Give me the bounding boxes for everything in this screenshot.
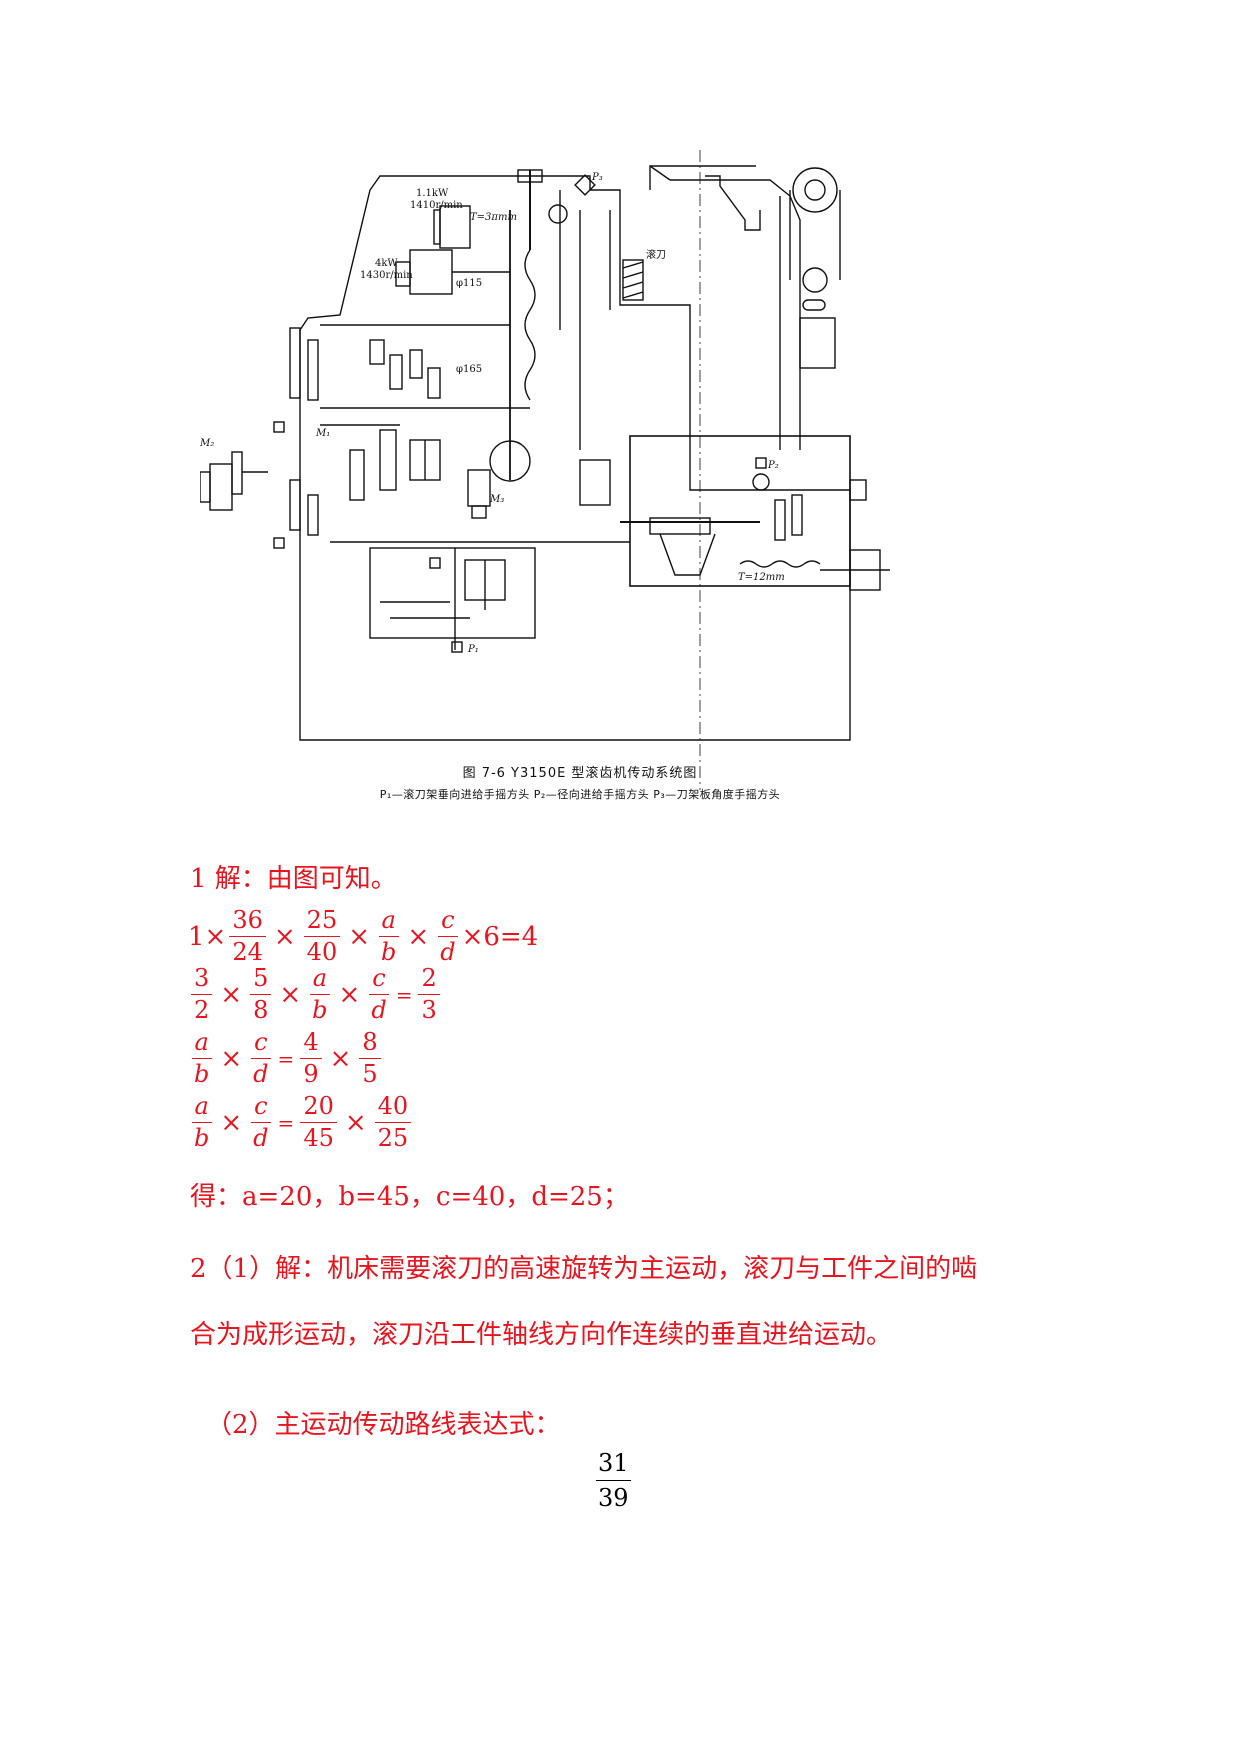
eq1-tail: ×6=4 [461, 921, 539, 952]
label-motor2-speed: 1430r/min [360, 270, 413, 281]
hob [622, 259, 644, 301]
label-p3: P₃ [591, 172, 603, 183]
worm-wheel-25 [489, 440, 531, 482]
figure-caption: 图 7-6 Y3150E 型滚齿机传动系统图 [462, 766, 698, 781]
result-line: 得：a=20，b=45，c=40，d=25； [190, 1182, 629, 1212]
label-m1: M₁ [315, 428, 330, 439]
feed-box [369, 547, 536, 639]
route-fraction-31-39: 31 39 [596, 1450, 631, 1512]
label-motor1: 1.1kW [416, 188, 449, 199]
label-p1: P₁ [467, 644, 479, 655]
route-denominator: 39 [598, 1484, 629, 1513]
gear-xxvi [792, 167, 838, 213]
label-lead1: T=3πmm [470, 212, 517, 223]
label-p2: P₂ [767, 460, 779, 471]
label-m3: M₃ [489, 494, 504, 505]
label-m2: M₂ [200, 438, 214, 449]
label-hob: 滚刀 [646, 248, 666, 261]
label-phi165: φ165 [456, 364, 482, 375]
label-phi115: φ115 [456, 278, 482, 289]
route-numerator: 31 [596, 1450, 631, 1482]
transmission-diagram: 1.1kW 1410r/min 4kW 1430r/min T=3πmm T=1… [200, 150, 960, 820]
q2-answer-line-2: 合为成形运动，滚刀沿工件轴线方向作连续的垂直进给运动。 [190, 1320, 893, 1350]
label-motor2: 4kW [375, 258, 398, 269]
work-table [629, 435, 851, 587]
label-motor1-speed: 1410r/min [410, 200, 463, 211]
q2-part2-title: （2）主运动传动路线表达式： [206, 1410, 561, 1440]
hob-rest [705, 175, 761, 231]
q2-answer-line-1: 2（1）解：机床需要滚刀的高速旋转为主运动，滚刀与工件之间的啮 [190, 1254, 978, 1284]
eq1-lead: 1× [188, 921, 227, 952]
figure-legend: P₁—滚刀架垂向进给手摇方头 P₂—径向进给手摇方头 P₃—刀架板角度手摇方头 [379, 788, 781, 801]
q1-title: 1 解：由图可知。 [190, 864, 397, 894]
label-lead2: T=12mm [738, 572, 785, 583]
